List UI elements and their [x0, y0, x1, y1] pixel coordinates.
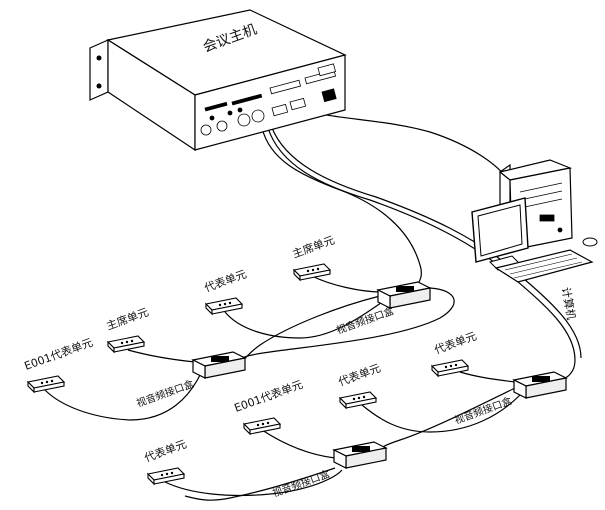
cable-host-box3-double	[267, 127, 576, 381]
computer-keyboard-keys	[504, 253, 583, 279]
cable-box1-unit1	[224, 299, 386, 339]
cable-box4-unit6	[261, 429, 336, 459]
mic-unit-label: 代表单元	[336, 361, 382, 389]
cable-box3-unit5	[361, 394, 521, 433]
cable-box3-box4	[374, 387, 516, 453]
cable-box4-unit7	[164, 469, 343, 497]
mic-unit-label: 主席单元	[290, 233, 336, 261]
interface-box: 视音频接口盒	[335, 281, 432, 337]
computer-label: 计算机	[559, 286, 579, 321]
conference-host: 会议主机	[89, 9, 347, 152]
mic-unit-label: 代表单元	[142, 437, 188, 465]
mic-unit: E001代表单元	[232, 377, 305, 436]
mic-unit: 代表单元	[202, 267, 248, 316]
cable-box4-trail	[184, 467, 336, 501]
mic-unit: 主席单元	[290, 233, 336, 282]
mic-unit-label: E001代表单元	[22, 335, 94, 373]
host-ear-screw-1	[96, 55, 102, 61]
interface-box: 视音频接口盒	[453, 371, 568, 427]
cable-box1-unit0	[311, 275, 383, 293]
mic-unit-label: 主席单元	[104, 305, 150, 333]
cable-host-box1	[261, 127, 422, 293]
computer-monitor-screen	[477, 204, 523, 257]
host-ear-screw-2	[96, 83, 102, 89]
cable-box1-box2-b	[244, 295, 381, 359]
interface-box-label: 视音频接口盒	[453, 394, 514, 427]
interface-box: 视音频接口盒	[135, 351, 247, 410]
mic-unit: 代表单元	[336, 361, 382, 410]
computer-mouse	[582, 237, 598, 247]
computer: 计算机	[471, 159, 598, 321]
host-rack-ear	[89, 39, 109, 101]
interface-box-label: 视音频接口盒	[135, 377, 196, 410]
mic-unit-label: E001代表单元	[232, 377, 304, 415]
computer-tower-details	[519, 182, 563, 233]
interface-box-label: 视音频接口盒	[271, 467, 332, 500]
cable-box2-unit3	[44, 374, 201, 421]
cable-box3-unit4	[459, 371, 516, 383]
mic-unit: 代表单元	[430, 329, 478, 378]
mic-unit-label: 代表单元	[432, 329, 478, 357]
mic-unit: 主席单元	[104, 305, 150, 354]
cable-host-box3-double-b	[271, 127, 582, 359]
host-front-panel	[200, 63, 337, 136]
cable-box2-unit2	[127, 349, 196, 363]
mic-unit-label: 代表单元	[202, 267, 248, 295]
interface-box-label: 视音频接口盒	[335, 304, 396, 337]
cable-host-computer	[299, 107, 513, 186]
mic-unit: 代表单元	[142, 437, 188, 486]
mic-unit: E001代表单元	[22, 335, 95, 394]
interface-box: 视音频接口盒	[271, 441, 388, 500]
cables	[44, 107, 582, 501]
